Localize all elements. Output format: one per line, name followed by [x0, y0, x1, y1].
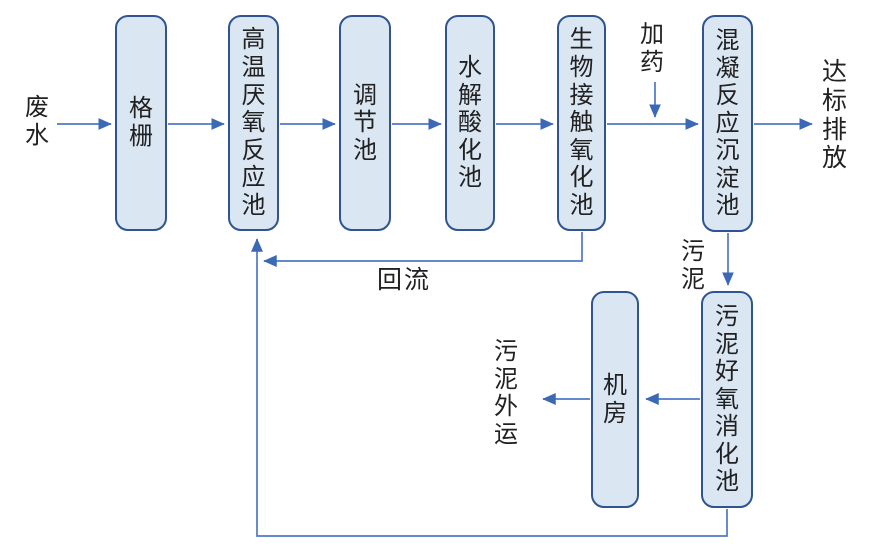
- node-bio-contact-tank: 生物接触氧化池: [557, 15, 606, 231]
- node-machine-room: 机房: [591, 291, 639, 508]
- node-grid-screen-label: 格栅: [129, 95, 153, 150]
- node-anaerobic-reactor-label: 高温厌氧反应池: [241, 26, 266, 219]
- node-machine-room-label: 机房: [603, 371, 627, 427]
- label-sludge: 污泥: [680, 238, 705, 293]
- node-hydrolysis-tank-label: 水解酸化池: [458, 54, 482, 192]
- arrow-reflux-line: [263, 232, 583, 267]
- node-coagulation-tank: 混凝反应沉淀池: [702, 15, 753, 232]
- node-hydrolysis-tank: 水解酸化池: [445, 15, 495, 231]
- label-discharge: 达标排放: [821, 58, 847, 173]
- arrow-sludge-return-line: [251, 238, 728, 537]
- label-influent: 废水: [24, 94, 49, 149]
- node-coagulation-tank-label: 混凝反应沉淀池: [715, 26, 740, 220]
- node-sludge-digestion-tank: 污泥好氧消化池: [701, 291, 753, 508]
- node-regulating-tank: 调节池: [339, 15, 391, 231]
- node-grid-screen: 格栅: [115, 15, 167, 231]
- node-sludge-digestion-tank-label: 污泥好氧消化池: [715, 302, 739, 496]
- label-sludge-out: 污泥外运: [493, 338, 518, 448]
- node-anaerobic-reactor: 高温厌氧反应池: [228, 15, 279, 231]
- node-bio-contact-tank-label: 生物接触氧化池: [569, 26, 594, 219]
- label-reflux: 回流: [377, 266, 432, 294]
- label-dosing: 加药: [639, 21, 664, 76]
- node-regulating-tank-label: 调节池: [353, 81, 377, 164]
